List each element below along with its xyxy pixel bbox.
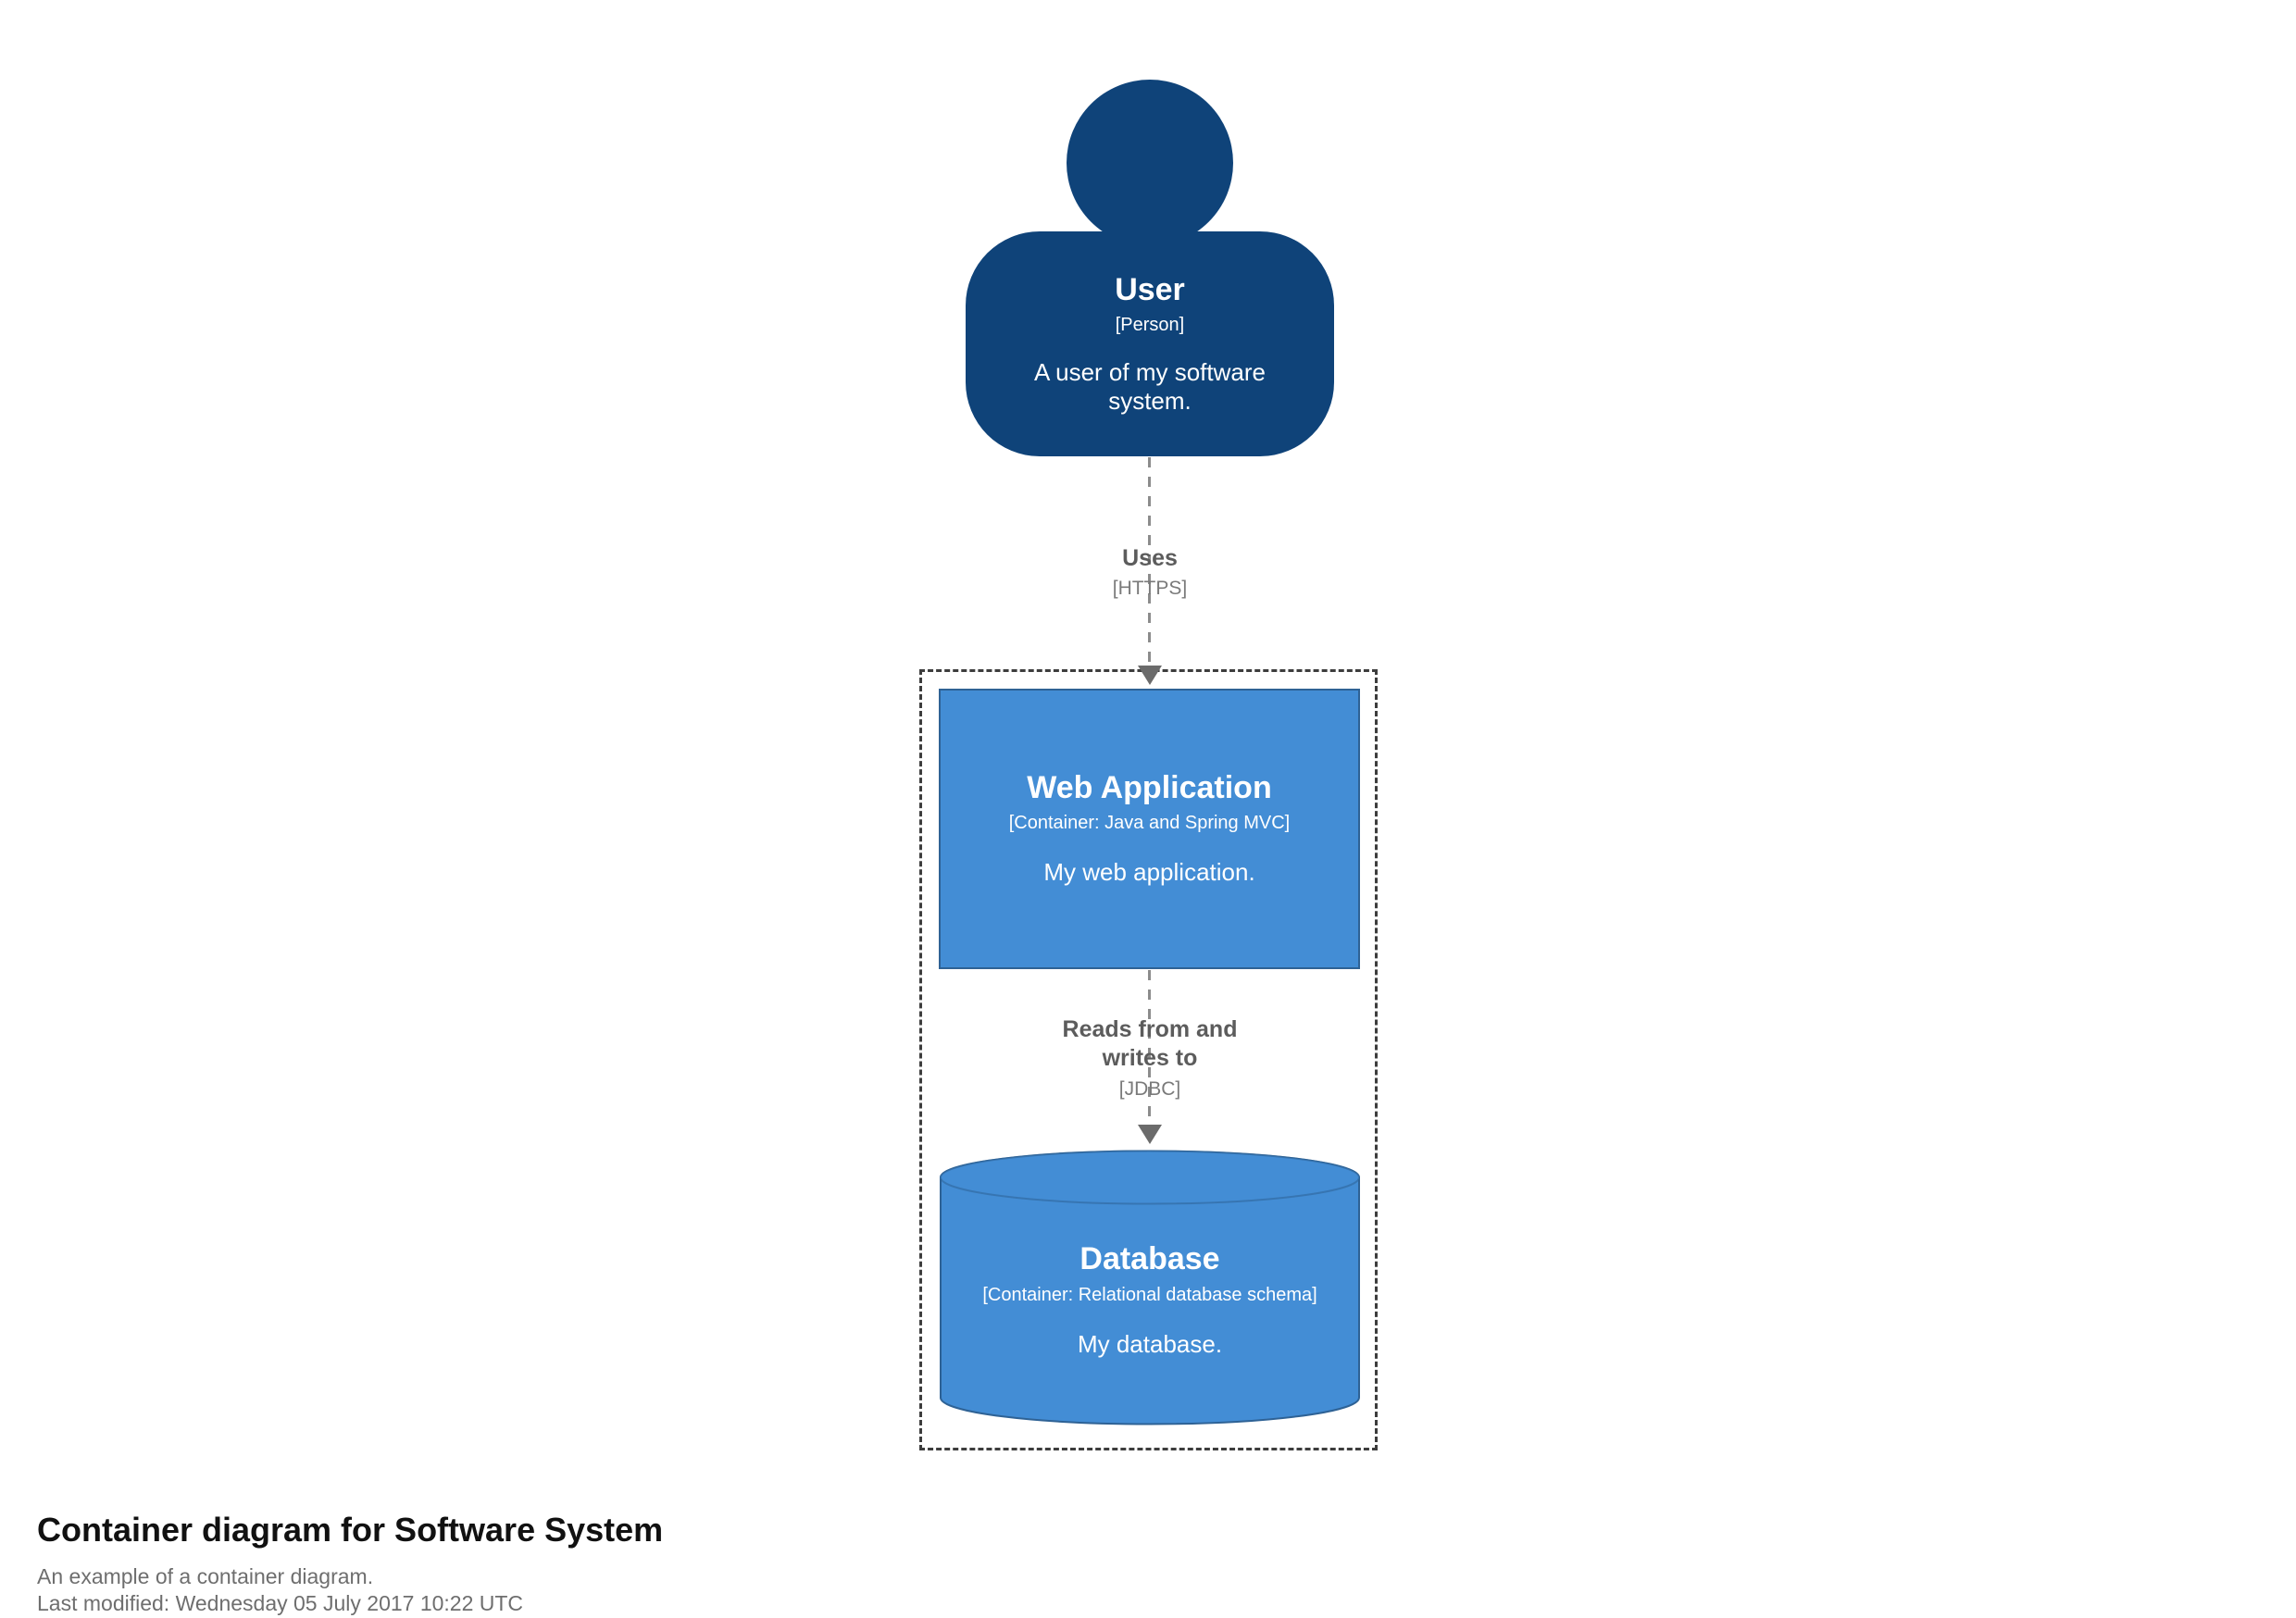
- relationship-uses-labels: Uses [HTTPS]: [1002, 544, 1298, 600]
- container-database-name: Database: [1079, 1241, 1220, 1277]
- relationship-reads-labels: Reads from and writes to [JDBC]: [992, 1015, 1307, 1101]
- person-user-body: User [Person] A user of my software syst…: [966, 231, 1334, 456]
- container-web-application-node[interactable]: Web Application [Container: Java and Spr…: [939, 689, 1360, 969]
- container-web-application-type-label: [Container: Java and Spring MVC]: [1008, 813, 1291, 834]
- database-cylinder-icon: [940, 1150, 1360, 1425]
- diagram-last-modified: Last modified: Wednesday 05 July 2017 10…: [37, 1591, 524, 1616]
- arrow-down-icon: [1138, 1125, 1162, 1144]
- arrow-down-icon: [1138, 666, 1162, 685]
- container-database-description: My database.: [1077, 1329, 1223, 1358]
- person-type-label: [Person]: [1115, 315, 1185, 336]
- container-web-application-name: Web Application: [1027, 769, 1272, 805]
- container-database-text: Database [Container: Relational database…: [939, 1150, 1361, 1425]
- person-description: A user of my software system.: [1034, 358, 1266, 415]
- relationship-uses-technology: [HTTPS]: [1112, 578, 1188, 600]
- container-web-application-description: My web application.: [1043, 858, 1255, 887]
- diagram-title: Container diagram for Software System: [37, 1511, 664, 1549]
- relationship-reads-technology: [JDBC]: [1118, 1077, 1181, 1100]
- person-user-node[interactable]: User [Person] A user of my software syst…: [966, 80, 1334, 456]
- person-head-icon: [1067, 80, 1233, 246]
- container-database-type-label: [Container: Relational database schema]: [982, 1284, 1317, 1305]
- diagram-footer: Container diagram for Software System An…: [37, 1509, 663, 1618]
- relationship-uses-line: [1148, 457, 1151, 665]
- relationship-reads-label: Reads from and writes to: [1062, 1016, 1238, 1072]
- container-database-node[interactable]: Database [Container: Relational database…: [939, 1150, 1361, 1425]
- diagram-subtitle: An example of a container diagram.: [37, 1564, 374, 1588]
- relationship-uses-label: Uses: [1122, 545, 1178, 571]
- person-name: User: [1115, 271, 1185, 307]
- relationship-reads-line: [1148, 970, 1151, 1124]
